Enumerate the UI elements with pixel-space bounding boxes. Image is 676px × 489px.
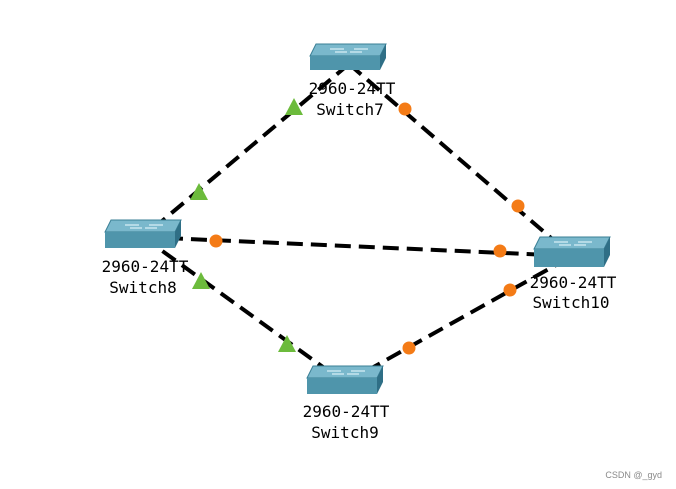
watermark: CSDN @_gyd: [605, 470, 662, 480]
switch7-model-label: 2960-24TT: [309, 79, 396, 98]
link-switch8-switch9: [141, 235, 347, 385]
port-status-orange-dot: [398, 102, 412, 116]
switch8[interactable]: [104, 219, 182, 248]
switch-icon: [309, 43, 387, 70]
switch10-name-label: Switch10: [532, 293, 609, 312]
port-status-orange-dot: [493, 244, 507, 258]
switch8-name-label: Switch8: [109, 278, 176, 297]
port-status-green-triangle: [285, 98, 303, 115]
switch9-name-label: Switch9: [311, 423, 378, 442]
port-status-green-triangle: [278, 335, 296, 352]
switch-icon: [533, 236, 611, 267]
switch7-name-label: Switch7: [316, 100, 383, 119]
switch9[interactable]: [306, 365, 384, 394]
switch7[interactable]: [309, 43, 387, 70]
port-status-green-triangle: [190, 183, 208, 200]
switch10[interactable]: [533, 236, 611, 267]
port-status-orange-dot: [209, 234, 223, 248]
switch8-model-label: 2960-24TT: [102, 257, 189, 276]
switch-icon: [104, 219, 182, 248]
switch9-model-label: 2960-24TT: [303, 402, 390, 421]
port-status-green-triangle: [192, 272, 210, 289]
switch-icon: [306, 365, 384, 394]
link-switch9-switch10: [344, 254, 573, 385]
link-switch7-switch8: [141, 62, 351, 239]
port-status-orange-dot: [503, 283, 517, 297]
link-switch8-switch10: [142, 235, 573, 258]
link-switch7-switch10: [347, 62, 574, 258]
links-layer: [141, 62, 574, 385]
port-status-orange-dot: [511, 199, 525, 213]
switch10-model-label: 2960-24TT: [530, 273, 617, 292]
port-markers: [190, 98, 525, 355]
port-status-orange-dot: [402, 341, 416, 355]
